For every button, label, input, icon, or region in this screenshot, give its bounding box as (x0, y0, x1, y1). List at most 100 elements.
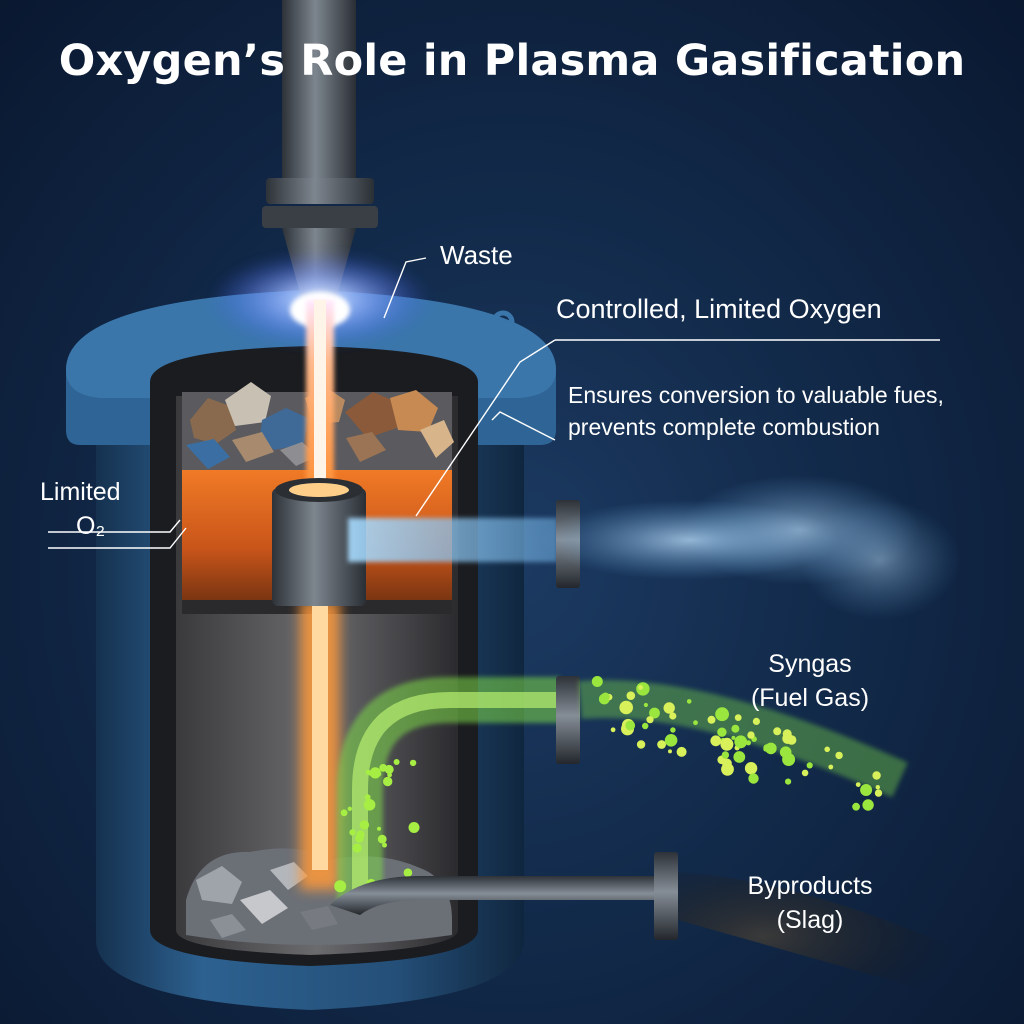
syngas-particle (377, 834, 387, 844)
syngas-particle (638, 685, 643, 690)
syngas-particle (721, 762, 734, 776)
syngas-particle (835, 751, 843, 760)
syngas-particle (364, 794, 371, 801)
syngas-particle (773, 727, 782, 736)
syngas-particle (782, 733, 794, 744)
byproducts-label-line2: (Slag) (776, 906, 844, 934)
ensures-line-2: prevents complete combustion (568, 414, 880, 440)
syngas-particle (610, 727, 616, 733)
syngas-particle (860, 784, 873, 796)
syngas-particle (642, 722, 649, 730)
byproducts-label-line1: Byproducts (747, 872, 873, 900)
syngas-particle (384, 764, 394, 774)
syngas-particle (340, 809, 348, 817)
syngas-particle (731, 735, 736, 740)
syngas-particle (779, 746, 792, 758)
syngas-particle (693, 720, 698, 726)
syngas-label-line2: (Fuel Gas) (750, 684, 870, 712)
syngas-particle (408, 822, 420, 833)
waste-callout (383, 257, 427, 319)
ensures-line-1: Ensures conversion to valuable fues, (568, 382, 944, 408)
syngas-particle (393, 759, 400, 765)
waste-label: Waste (440, 240, 513, 270)
syngas-particle (377, 772, 382, 776)
slag-pipe (330, 852, 960, 1000)
syngas-particle (875, 785, 880, 790)
syngas-particle (734, 735, 748, 749)
syngas-particle (801, 769, 809, 777)
syngas-particle (747, 731, 755, 739)
syngas-particle (733, 751, 746, 763)
syngas-particle (715, 707, 729, 722)
syngas-particle (646, 716, 654, 724)
syngas-particle (377, 826, 381, 831)
syngas-particle (785, 778, 792, 785)
syngas-particle (668, 749, 672, 754)
syngas-particle (748, 773, 759, 784)
syngas-particle (636, 682, 650, 696)
oxygen-stream (348, 475, 960, 620)
syngas-particle (734, 714, 742, 721)
syngas-particle (409, 759, 417, 767)
syngas-particle (710, 735, 722, 747)
syngas-particle (626, 691, 636, 700)
syngas-particle (707, 715, 716, 724)
syngas-particle (356, 830, 365, 839)
page-title: Oxygen’s Role in Plasma Gasification (58, 36, 966, 86)
limited-o2-label-line2: O₂ (76, 512, 106, 540)
syngas-particle (403, 868, 413, 877)
syngas-particle (670, 727, 676, 733)
syngas-particle (824, 746, 830, 753)
syngas-particle (619, 700, 633, 715)
oxygen-callout (415, 339, 556, 517)
syngas-particle (643, 702, 649, 708)
syngas-particle (852, 802, 860, 811)
controlled-oxygen-label: Controlled, Limited Oxygen (556, 294, 882, 324)
syngas-particle (649, 707, 660, 719)
syngas-particle (636, 740, 646, 749)
syngas-particle (347, 806, 352, 811)
syngas-particle (359, 820, 370, 830)
syngas-particle (349, 829, 356, 836)
plasma-beam (300, 300, 340, 890)
syngas-particle (752, 717, 761, 726)
syngas-particle (806, 762, 813, 769)
syngas-particle (721, 751, 730, 759)
syngas-pipe (334, 676, 908, 904)
syngas-particle (334, 880, 347, 893)
syngas-particle (828, 764, 834, 770)
syngas-particle (369, 767, 381, 779)
syngas-particle (664, 734, 678, 747)
limited-o2-callout (48, 519, 181, 533)
syngas-particle (686, 699, 692, 704)
syngas-particle (720, 737, 734, 751)
syngas-particle (744, 762, 758, 775)
syngas-particle (365, 769, 371, 775)
syngas-particle (862, 799, 874, 811)
limited-o2-label-line1: Limited (40, 478, 121, 506)
callout-lines (48, 257, 940, 549)
syngas-particle (352, 843, 362, 853)
oxygen-injector (272, 478, 366, 606)
syngas-particle (663, 702, 675, 714)
syngas-particle (765, 742, 777, 755)
slag-pile (186, 848, 452, 945)
plasma-torch (210, 0, 430, 348)
syngas-particle (669, 712, 677, 720)
syngas-label-line1: Syngas (768, 650, 852, 678)
limited-o2-callout-2 (48, 527, 187, 549)
ensures-callout (491, 411, 556, 441)
syngas-particle (717, 727, 727, 737)
syngas-particle (363, 799, 376, 811)
syngas-particle (591, 676, 603, 687)
syngas-particle (601, 692, 610, 702)
syngas-particle (731, 724, 740, 733)
syngas-particle (745, 740, 752, 746)
syngas-particle (763, 746, 769, 752)
syngas-particles (334, 676, 883, 904)
syngas-particle (676, 746, 687, 757)
syngas-particle (872, 771, 881, 780)
syngas-particle (382, 842, 387, 848)
